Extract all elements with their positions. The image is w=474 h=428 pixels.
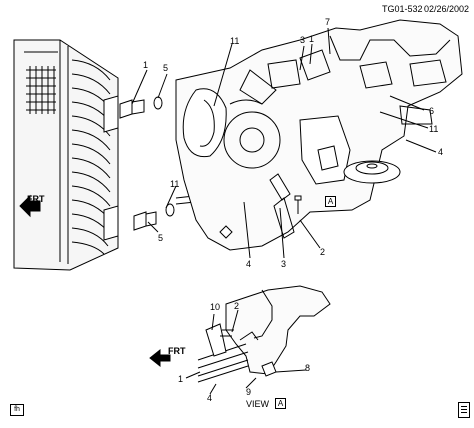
- view-callout-6: 4: [207, 393, 213, 403]
- callout-4: 7: [325, 17, 331, 27]
- engine-block: [175, 19, 463, 251]
- frt-arrow-view: [149, 348, 171, 368]
- callout-2: 5: [163, 63, 169, 73]
- callout-10: 11: [170, 179, 180, 189]
- callout-1: 1: [143, 60, 149, 70]
- upper-cooler-fitting: [119, 96, 163, 119]
- view-callout-2: 2: [234, 301, 240, 311]
- view-marker-box: A: [325, 196, 336, 207]
- callout-6: 3: [300, 35, 306, 45]
- callout-13: 3: [281, 259, 287, 269]
- callout-7: 6: [429, 106, 435, 116]
- frt-arrow-main: [19, 194, 41, 218]
- view-callout-1: 10: [210, 302, 221, 312]
- radiator-core-grid: [26, 66, 56, 114]
- view-callout-3: 8: [305, 363, 311, 373]
- view-label: VIEW: [246, 399, 270, 409]
- lower-cooler-fitting: [133, 203, 175, 231]
- callout-3: 11: [230, 36, 240, 46]
- bolts: [219, 195, 302, 239]
- callout-9: 4: [438, 147, 444, 157]
- footer-page-icon-line2: [461, 409, 467, 410]
- footer-fh-icon: fh: [10, 404, 24, 416]
- view-label-box: A: [275, 398, 286, 409]
- frt-label-view: FRT: [168, 346, 186, 356]
- view-callout-4: 1: [178, 374, 184, 384]
- view-a-inset: [185, 285, 331, 395]
- mount-disc: [343, 160, 401, 184]
- radiator-fins: [71, 59, 111, 255]
- view-callout-5: 9: [246, 387, 252, 397]
- footer-page-icon: [458, 402, 470, 418]
- callout-12: 4: [246, 259, 252, 269]
- callout-8: 11: [429, 124, 439, 134]
- diagram-code: TG01-532: [382, 4, 423, 14]
- radiator: [13, 39, 119, 271]
- footer-page-icon-line3: [461, 412, 467, 413]
- callout-5: 1: [309, 34, 315, 44]
- bracket: [269, 173, 295, 239]
- frt-label-main: FRT: [27, 194, 45, 204]
- footer-page-icon-line1: [461, 406, 467, 407]
- callout-11: 5: [158, 233, 164, 243]
- leader-lines-main: [131, 27, 437, 259]
- callout-14: 2: [320, 247, 326, 257]
- diagram-date: 02/26/2002: [424, 4, 470, 14]
